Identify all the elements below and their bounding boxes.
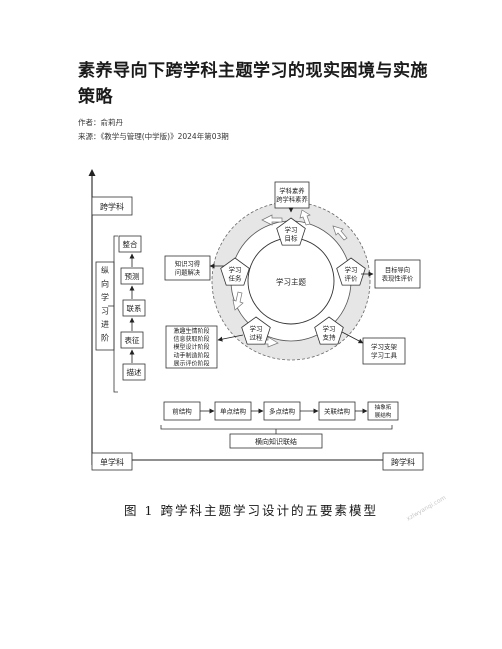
- axis-label-right: 跨学科: [382, 452, 424, 471]
- article-title: 素养导向下跨学科主题学习的现实困境与实施策略: [78, 61, 428, 107]
- ladder-step-label: 描述: [127, 367, 142, 377]
- connector-arrows: [209, 207, 374, 344]
- concept-box-support: 学习支架学习工具: [362, 337, 406, 365]
- ladder-step-label: 表征: [125, 335, 140, 345]
- structure-step-label: 前结构: [172, 406, 192, 415]
- pentagon-support: 学习支持: [314, 316, 344, 345]
- ladder-step-label: 预测: [125, 271, 140, 281]
- concept-box-evaluation: 目标导向表现性评价: [374, 259, 421, 289]
- pentagon-goal: 学习目标: [276, 217, 306, 246]
- vertical-bracket: [113, 235, 118, 393]
- pentagon-label-evaluation: 学习评价: [345, 265, 359, 283]
- axis-label-bottom-left: 单学科: [91, 452, 133, 471]
- structure-step: 关联结构: [318, 401, 368, 421]
- concept-box-label-support: 学习支架学习工具: [371, 342, 398, 360]
- ladder-step-label: 整合: [123, 239, 138, 249]
- structure-step: 多点结构: [263, 401, 319, 421]
- structure-step-label: 关联结构: [324, 406, 351, 415]
- structure-step: 抽象拓展结构: [367, 401, 399, 421]
- axis-bottom-left-text: 单学科: [100, 457, 124, 467]
- structure-step-label: 单点结构: [220, 406, 247, 415]
- concept-box-task: 知识习得问题解决: [164, 255, 211, 281]
- ladder-step: 描述: [122, 363, 146, 381]
- concept-box-process: 激趣生情阶段信息获取阶段模型设计阶段动手制造阶段展示评价阶段: [165, 325, 218, 369]
- ladder-step: 联系: [122, 299, 146, 331]
- structure-step: 前结构: [163, 401, 215, 421]
- vertical-progression-box: 纵向学习进阶: [95, 261, 115, 351]
- pentagon-label-support: 学习支持: [323, 324, 337, 342]
- structure-step-label: 多点结构: [269, 406, 296, 415]
- structure-chain: 前结构 单点结构 多点结构 关联结构 抽象拓展结构: [163, 401, 399, 421]
- axis-label-top: 跨学科: [91, 196, 133, 216]
- pentagon-label-process: 学习过程: [250, 324, 264, 342]
- ladder-step: 表征: [120, 331, 144, 363]
- concept-box-label-evaluation: 目标导向表现性评价: [382, 265, 414, 283]
- pentagon-label-goal: 学习目标: [285, 225, 299, 243]
- core-topic-label: 学习主题: [276, 277, 306, 287]
- ladder-step: 整合: [118, 235, 142, 267]
- concept-box-label-task: 知识习得问题解决: [175, 259, 201, 277]
- pentagon-label-task: 学习任务: [229, 265, 243, 283]
- structure-step-label: 抽象拓展结构: [375, 403, 392, 419]
- horizontal-bracket: [160, 425, 393, 430]
- concept-box-label-goal: 学科素养跨学科素养: [276, 186, 308, 204]
- figure-caption: 图 1 跨学科主题学习设计的五要素模型: [124, 503, 378, 518]
- structure-step: 单点结构: [214, 401, 264, 421]
- ladder-step-label: 联系: [127, 303, 142, 313]
- concept-box-label-process: 激趣生情阶段信息获取阶段模型设计阶段动手制造阶段展示评价阶段: [173, 327, 209, 368]
- axis-right-text: 跨学科: [391, 457, 415, 467]
- horizontal-link-box: 横向知识联结: [229, 433, 323, 449]
- pentagon-process: 学习过程: [241, 316, 271, 345]
- ladder-step: 预测: [120, 267, 144, 299]
- source-line: 来源：《教学与管理(中学版)》2024年第03期: [78, 132, 229, 141]
- axis-top-text: 跨学科: [100, 202, 124, 212]
- concept-box-goal: 学科素养跨学科素养: [274, 181, 310, 209]
- horizontal-link-label: 横向知识联结: [255, 437, 297, 446]
- vertical-progression-label: 纵向学习进阶: [101, 266, 109, 343]
- pentagon-evaluation: 学习评价: [336, 257, 366, 286]
- pentagon-task: 学习任务: [220, 257, 250, 286]
- author-line: 作者：俞莉丹: [78, 118, 123, 127]
